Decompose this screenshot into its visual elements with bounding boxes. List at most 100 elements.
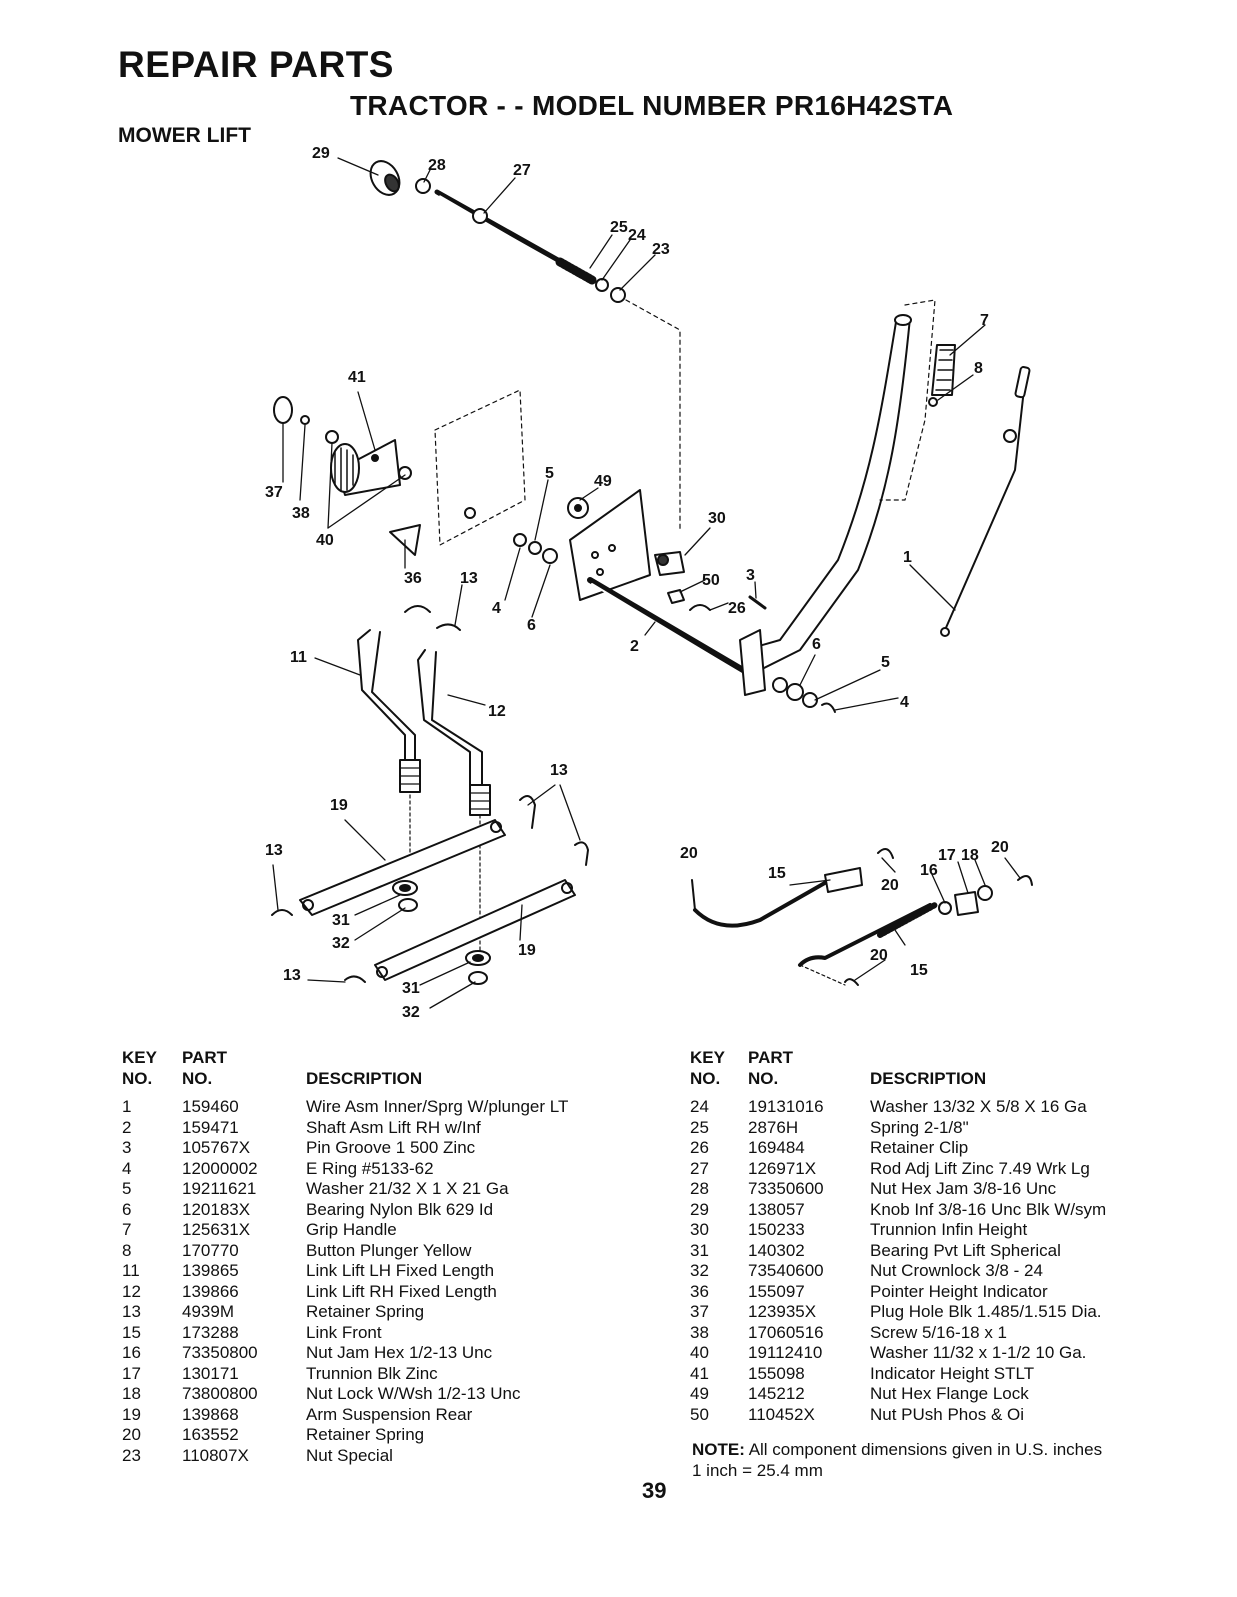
description: Shaft Asm Lift RH w/Inf <box>306 1117 481 1137</box>
note-conversion: 1 inch = 25.4 mm <box>692 1461 823 1480</box>
description-header: DESCRIPTION <box>306 1068 423 1088</box>
part-header: PART <box>182 1048 228 1067</box>
key-no: 40 <box>690 1343 709 1362</box>
key-no: 19 <box>122 1404 141 1424</box>
page-number: 39 <box>642 1478 667 1503</box>
key-header: KEY <box>122 1048 157 1067</box>
part-no: 139865 <box>182 1261 239 1280</box>
table-row: 49 145212 Nut Hex Flange Lock <box>690 1384 1210 1405</box>
table-header-row-2: NO. NO. DESCRIPTION <box>122 1069 642 1090</box>
callout-label: 4 <box>492 600 501 617</box>
part-no: 17060516 <box>748 1322 824 1342</box>
part-no: 2876H <box>748 1117 799 1137</box>
model-subtitle: TRACTOR - - MODEL NUMBER PR16H42STA <box>350 90 954 121</box>
description: Pin Groove 1 500 Zinc <box>306 1138 476 1157</box>
callout-label: 5 <box>545 465 554 482</box>
callout-label: 15 <box>910 962 928 979</box>
spring-part-25 <box>555 257 597 285</box>
description: Screw 5/16-18 x 1 <box>870 1322 1008 1342</box>
part-no: 173288 <box>182 1322 239 1342</box>
part-no: 170770 <box>182 1240 239 1260</box>
part-no: 145212 <box>748 1384 805 1403</box>
callout-label: 24 <box>628 227 646 244</box>
description: Washer 13/32 X 5/8 X 16 Ga <box>870 1097 1087 1116</box>
table-row: 19 139868 Arm Suspension Rear <box>122 1405 642 1426</box>
callout-label: 25 <box>610 219 628 236</box>
description: Rod Adj Lift Zinc 7.49 Wrk Lg <box>870 1158 1090 1178</box>
description: Link Lift RH Fixed Length <box>306 1281 497 1301</box>
callout-label: 8 <box>974 360 983 377</box>
callout-label: 13 <box>283 967 301 984</box>
callout-label: 26 <box>728 600 746 617</box>
description: Washer 21/32 X 1 X 21 Ga <box>306 1179 509 1198</box>
table-row: 38 17060516 Screw 5/16-18 x 1 <box>690 1323 1210 1344</box>
description: Arm Suspension Rear <box>306 1404 473 1424</box>
key-no: 49 <box>690 1384 709 1403</box>
key-header-no: NO. <box>690 1068 721 1088</box>
part-no: 110807X <box>182 1445 249 1465</box>
callout-label: 7 <box>980 312 989 329</box>
callout-label: 49 <box>594 473 612 490</box>
callout-label: 41 <box>348 369 366 386</box>
key-no: 13 <box>122 1302 141 1321</box>
key-no: 26 <box>690 1138 709 1157</box>
description: Trunnion Blk Zinc <box>306 1363 438 1383</box>
plug-part-37 <box>273 396 293 424</box>
description: Nut Hex Jam 3/8-16 Unc <box>870 1179 1057 1198</box>
callout-label: 20 <box>991 839 1009 856</box>
callout-label: 31 <box>332 912 350 929</box>
lift-lever-part-1-arm <box>744 321 897 651</box>
key-no: 18 <box>122 1384 141 1403</box>
plunger-button-part-8 <box>928 397 938 407</box>
callout-label: 20 <box>870 947 888 964</box>
callout-label: 13 <box>550 762 568 779</box>
key-no: 41 <box>690 1363 709 1383</box>
part-no: 123935X <box>748 1302 817 1321</box>
washer-part-24 <box>595 278 609 292</box>
part-no: 125631X <box>182 1220 251 1239</box>
key-no: 32 <box>690 1261 709 1280</box>
callout-label: 19 <box>518 942 536 959</box>
description: Nut Hex Flange Lock <box>870 1384 1029 1403</box>
trunnion-part-17 <box>954 891 979 916</box>
callout-label: 27 <box>513 162 531 179</box>
part-no: 73540600 <box>748 1261 824 1280</box>
description: Nut PUsh Phos & Oi <box>870 1404 1025 1424</box>
description: Bearing Nylon Blk 629 Id <box>306 1199 494 1219</box>
key-no: 25 <box>690 1117 709 1137</box>
key-no: 8 <box>122 1240 132 1260</box>
callout-label: 32 <box>402 1004 420 1021</box>
callout-label: 50 <box>702 572 720 589</box>
description: Trunnion Infin Height <box>870 1220 1028 1239</box>
part-no: 138057 <box>748 1199 805 1219</box>
key-no: 50 <box>690 1404 709 1424</box>
description: Washer 11/32 x 1-1/2 10 Ga. <box>870 1343 1087 1362</box>
grip-handle-part-7 <box>931 344 956 396</box>
part-no: 155098 <box>748 1363 805 1383</box>
key-no: 38 <box>690 1322 709 1342</box>
note-label: NOTE: <box>692 1440 745 1459</box>
callout-label: 20 <box>881 877 899 894</box>
section-title: MOWER LIFT <box>118 124 251 147</box>
callout-label: 16 <box>920 862 938 879</box>
table-header-row-2: NO. NO. DESCRIPTION <box>690 1069 1210 1090</box>
part-header-no: NO. <box>748 1068 779 1088</box>
description: Retainer Spring <box>306 1425 425 1444</box>
key-no: 15 <box>122 1322 141 1342</box>
description: Spring 2-1/8" <box>870 1117 969 1137</box>
description: Retainer Spring <box>306 1302 425 1321</box>
part-no: 139868 <box>182 1404 239 1424</box>
